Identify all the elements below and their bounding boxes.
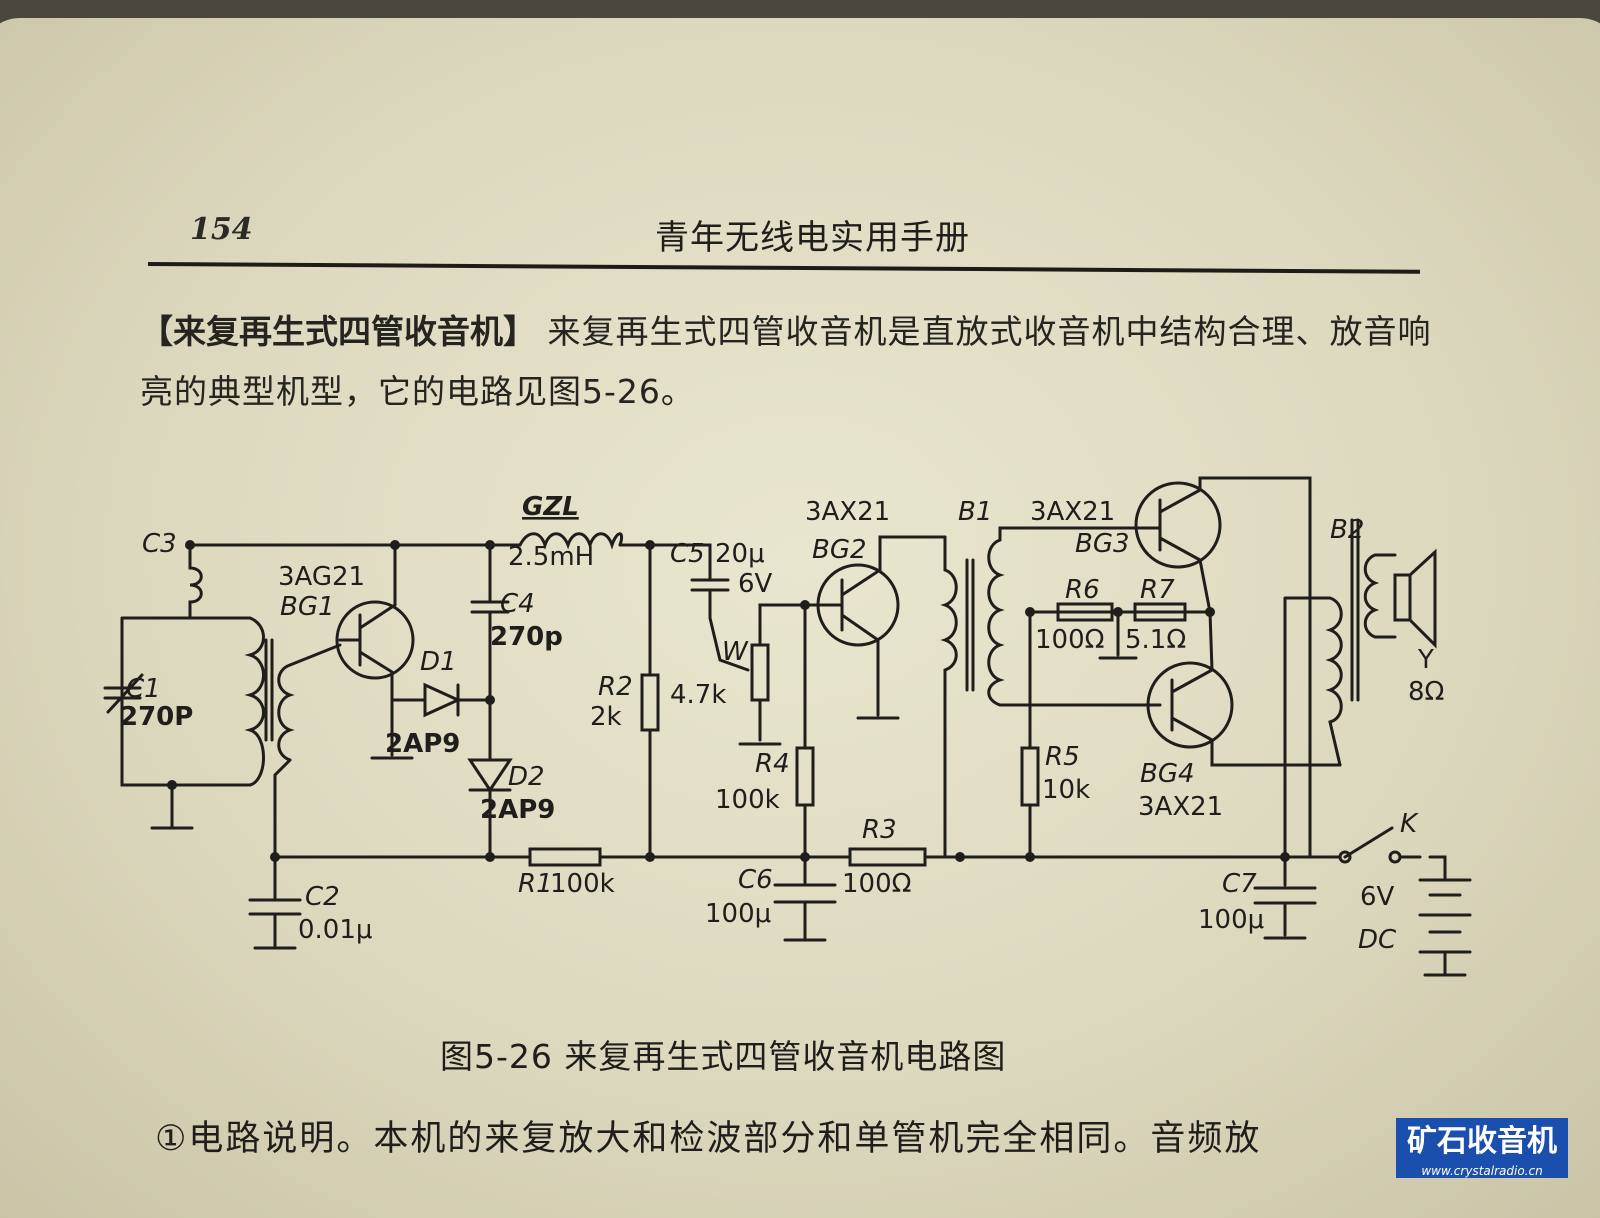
r4-resistor xyxy=(795,603,815,887)
r2-resistor xyxy=(640,543,660,859)
tank-coil xyxy=(244,616,265,787)
c1-capacitor xyxy=(103,673,144,714)
label-bg4: BG4 xyxy=(1140,759,1195,789)
c5-capacitor xyxy=(648,543,750,672)
intro-text: 来复再生式四管收音机是直放式收音机中结构合理、放音响亮的典型机型，它的电路见图5… xyxy=(140,312,1432,411)
label-r1: R1 xyxy=(518,869,553,899)
label-r7: R7 xyxy=(1140,575,1175,605)
label-r4: R4 xyxy=(755,749,790,779)
label-w-value: 4.7k xyxy=(670,680,726,710)
label-bg2: BG2 xyxy=(812,535,867,565)
label-d1: D1 xyxy=(420,647,457,677)
label-w: W xyxy=(722,637,749,667)
b1-primary-coil xyxy=(940,535,958,859)
label-r3-value: 100Ω xyxy=(842,869,912,899)
r5-resistor xyxy=(1020,746,1040,859)
label-c5-voltage: 6V xyxy=(738,569,773,599)
label-battery-voltage: 6V xyxy=(1360,882,1395,912)
switch-k xyxy=(1343,826,1394,859)
watermark-text: 矿石收音机 xyxy=(1407,1124,1557,1159)
label-d2: D2 xyxy=(508,762,545,792)
label-r4-value: 100k xyxy=(715,785,780,815)
speaker-icon xyxy=(1393,548,1437,649)
label-c1-value: 270P xyxy=(120,702,193,732)
d2-diode xyxy=(467,758,513,859)
label-r1-value: 100k xyxy=(550,869,615,899)
label-r6: R6 xyxy=(1065,575,1100,605)
label-c1: C1 xyxy=(126,674,161,704)
bg4-transistor xyxy=(1146,661,1234,749)
b2-secondary-coil xyxy=(1363,553,1397,639)
figure-caption: 图5-26 来复再生式四管收音机电路图 xyxy=(440,1037,1007,1076)
section-title: 【来复再生式四管收音机】 xyxy=(140,312,536,351)
label-c4-value: 270p xyxy=(490,622,563,652)
intro-paragraph: 【来复再生式四管收音机】 来复再生式四管收音机是直放式收音机中结构合理、放音响亮… xyxy=(140,302,1440,422)
label-c2-value: 0.01μ xyxy=(298,915,372,945)
label-c6-value: 100μ xyxy=(705,899,771,929)
label-bg1-model: 3AG21 xyxy=(278,562,365,592)
b1-secondary-coil xyxy=(987,538,1005,707)
r7-resistor xyxy=(1098,602,1187,660)
label-r5: R5 xyxy=(1045,742,1080,772)
c6-capacitor xyxy=(773,883,837,942)
label-c2: C2 xyxy=(305,882,340,912)
label-b2: B2 xyxy=(1330,515,1364,545)
r6-resistor xyxy=(1056,602,1114,622)
c2-capacitor xyxy=(248,855,302,950)
secondary-coil xyxy=(277,663,295,762)
label-k: K xyxy=(1400,809,1419,839)
label-b1: B1 xyxy=(958,497,992,527)
label-r2: R2 xyxy=(598,672,633,702)
watermark-url: www.crystalradio.cn xyxy=(1421,1164,1543,1178)
bg3-transistor xyxy=(1134,481,1222,569)
label-gzl-value: 2.5mH xyxy=(508,542,594,572)
label-c5: C5 xyxy=(670,539,705,569)
tank-ground xyxy=(150,783,194,830)
label-d1-model: 2AP9 xyxy=(385,729,460,759)
c3-coil xyxy=(188,543,203,620)
label-c3: C3 xyxy=(142,529,177,559)
label-c6: C6 xyxy=(738,865,773,895)
label-r3: R3 xyxy=(862,815,897,845)
d1-diode xyxy=(390,682,489,718)
label-r5-value: 10k xyxy=(1042,775,1090,805)
label-c5-value: 20μ xyxy=(715,539,765,569)
watermark-logo: 矿石收音机 www.crystalradio.cn xyxy=(1396,1118,1568,1178)
battery-icon xyxy=(1418,855,1472,977)
tank-frame xyxy=(120,616,252,787)
label-y-value: 8Ω xyxy=(1408,677,1444,707)
book-page xyxy=(0,18,1600,1218)
label-d2-model: 2AP9 xyxy=(480,795,555,825)
b2-primary-coil xyxy=(1283,596,1343,859)
label-bg1: BG1 xyxy=(280,592,335,622)
c4-capacitor xyxy=(470,543,510,762)
running-title: 青年无线电实用手册 xyxy=(655,218,970,258)
bg1-transistor xyxy=(335,600,415,680)
label-bg4-model: 3AX21 xyxy=(1138,792,1223,822)
label-bg3: BG3 xyxy=(1075,529,1130,559)
c7-capacitor xyxy=(1253,855,1317,940)
label-r7-value: 5.1Ω xyxy=(1125,625,1186,655)
page-number: 154 xyxy=(190,212,253,247)
label-c4: C4 xyxy=(500,589,535,619)
gzl-choke xyxy=(518,532,624,550)
label-gzl: GZL xyxy=(522,492,579,522)
label-r2-value: 2k xyxy=(590,702,622,732)
label-c7-value: 100μ xyxy=(1198,905,1264,935)
label-c7: C7 xyxy=(1222,869,1257,899)
label-y: Y xyxy=(1417,645,1434,675)
r1-resistor xyxy=(528,847,602,867)
body-text-line: ①电路说明。本机的来复放大和检波部分和单管机完全相同。音频放 xyxy=(155,1119,1262,1159)
r3-resistor xyxy=(848,847,927,867)
w-potentiometer xyxy=(738,603,807,746)
label-bg3-model: 3AX21 xyxy=(1030,497,1115,527)
label-battery-type: DC xyxy=(1358,925,1397,955)
label-r6-value: 100Ω xyxy=(1035,625,1105,655)
label-bg2-model: 3AX21 xyxy=(805,497,890,527)
